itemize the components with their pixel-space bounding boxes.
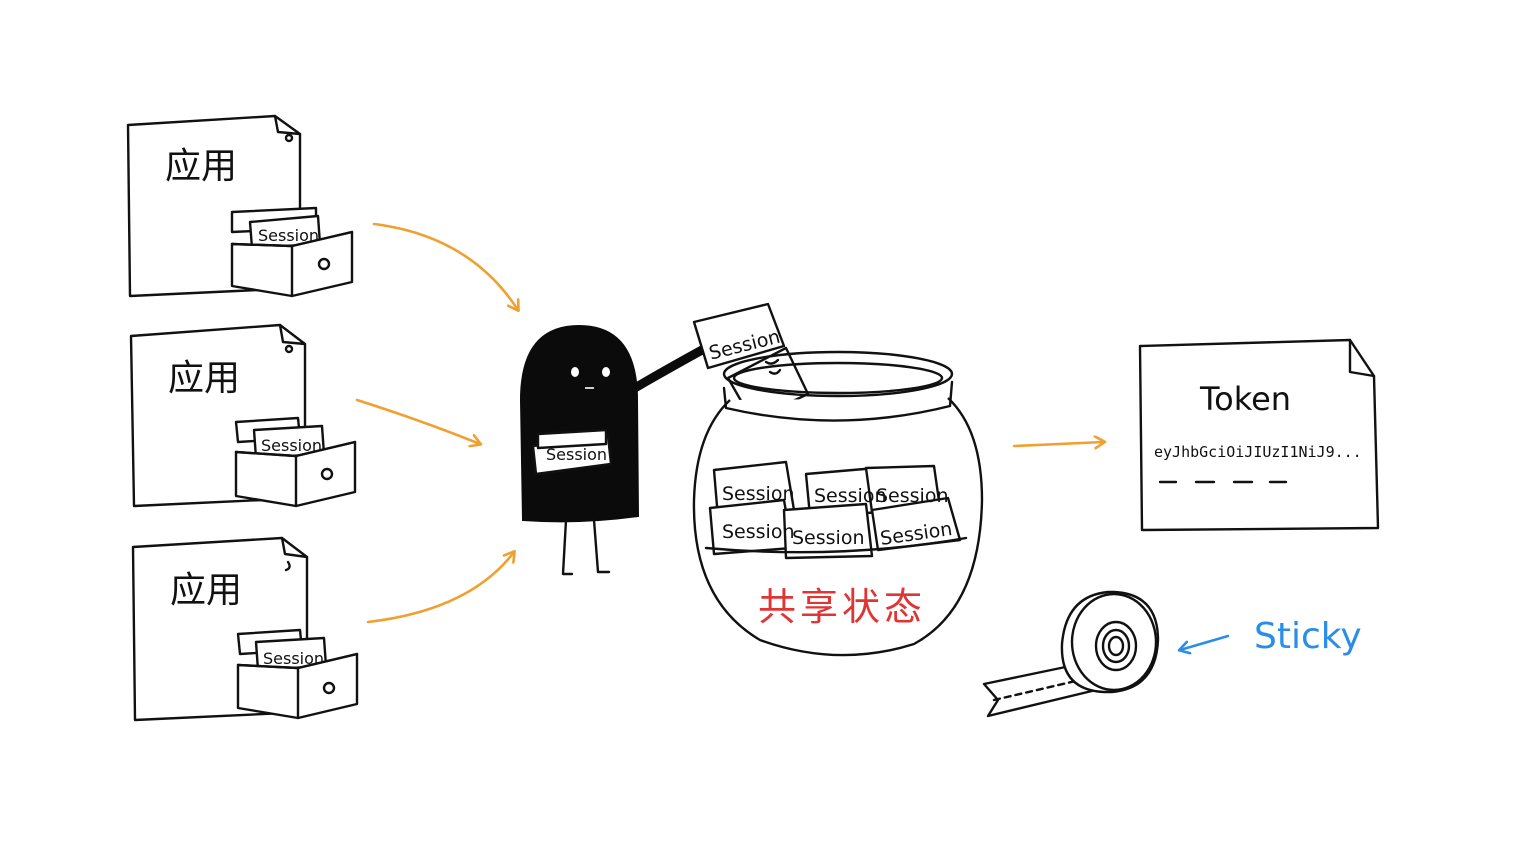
jar-session-card: Session	[814, 485, 887, 507]
flow-arrow-1	[372, 222, 518, 310]
stack-session-card: Session	[546, 445, 607, 464]
drawer-knob-icon	[320, 467, 334, 481]
session-drawer: Session	[230, 206, 354, 298]
app-file-3: 应用 Session	[131, 536, 359, 722]
flow-arrow-token	[1012, 442, 1104, 446]
character-icon: Session Session	[519, 302, 786, 576]
held-session-card: Session	[692, 302, 786, 370]
app-label: 应用	[170, 570, 242, 611]
drawer-session-card: Session	[258, 226, 319, 245]
app-file-2: 应用 Session	[129, 323, 357, 508]
tape-roll-icon	[982, 590, 1160, 718]
token-title: Token	[1199, 380, 1291, 418]
jar-session-card: Session	[722, 521, 795, 543]
jar-session-card: Session	[722, 483, 795, 505]
jar-label: 共享状态	[758, 585, 926, 629]
session-drawer: Session	[234, 416, 357, 508]
token-value: eyJhbGciOiJIUzI1NiJ9...	[1154, 443, 1362, 461]
app-file-1: 应用 Session	[126, 114, 354, 298]
flow-arrow-3	[366, 552, 514, 624]
app-label: 应用	[168, 358, 240, 399]
drawer-session-card: Session	[263, 649, 324, 668]
jar-session-card: Session	[876, 485, 949, 507]
drawer-knob-icon	[317, 257, 331, 271]
token-document-icon: Token eyJhbGciOiJIUzI1NiJ9...	[1138, 338, 1380, 532]
jar-icon: Session Session Session Session Session …	[692, 346, 984, 657]
drawer-knob-icon	[322, 681, 336, 695]
session-drawer: Session	[236, 628, 359, 720]
jar-card-pile: Session Session Session Session Session …	[704, 460, 968, 560]
drawer-session-card: Session	[261, 436, 322, 455]
jar-session-card: Session	[792, 527, 865, 549]
held-card-stack: Session	[531, 428, 613, 476]
app-label: 应用	[165, 146, 237, 187]
flow-arrow-2	[355, 398, 480, 444]
sticky-label: Sticky	[1254, 616, 1362, 657]
sticky-arrow	[1180, 634, 1230, 650]
